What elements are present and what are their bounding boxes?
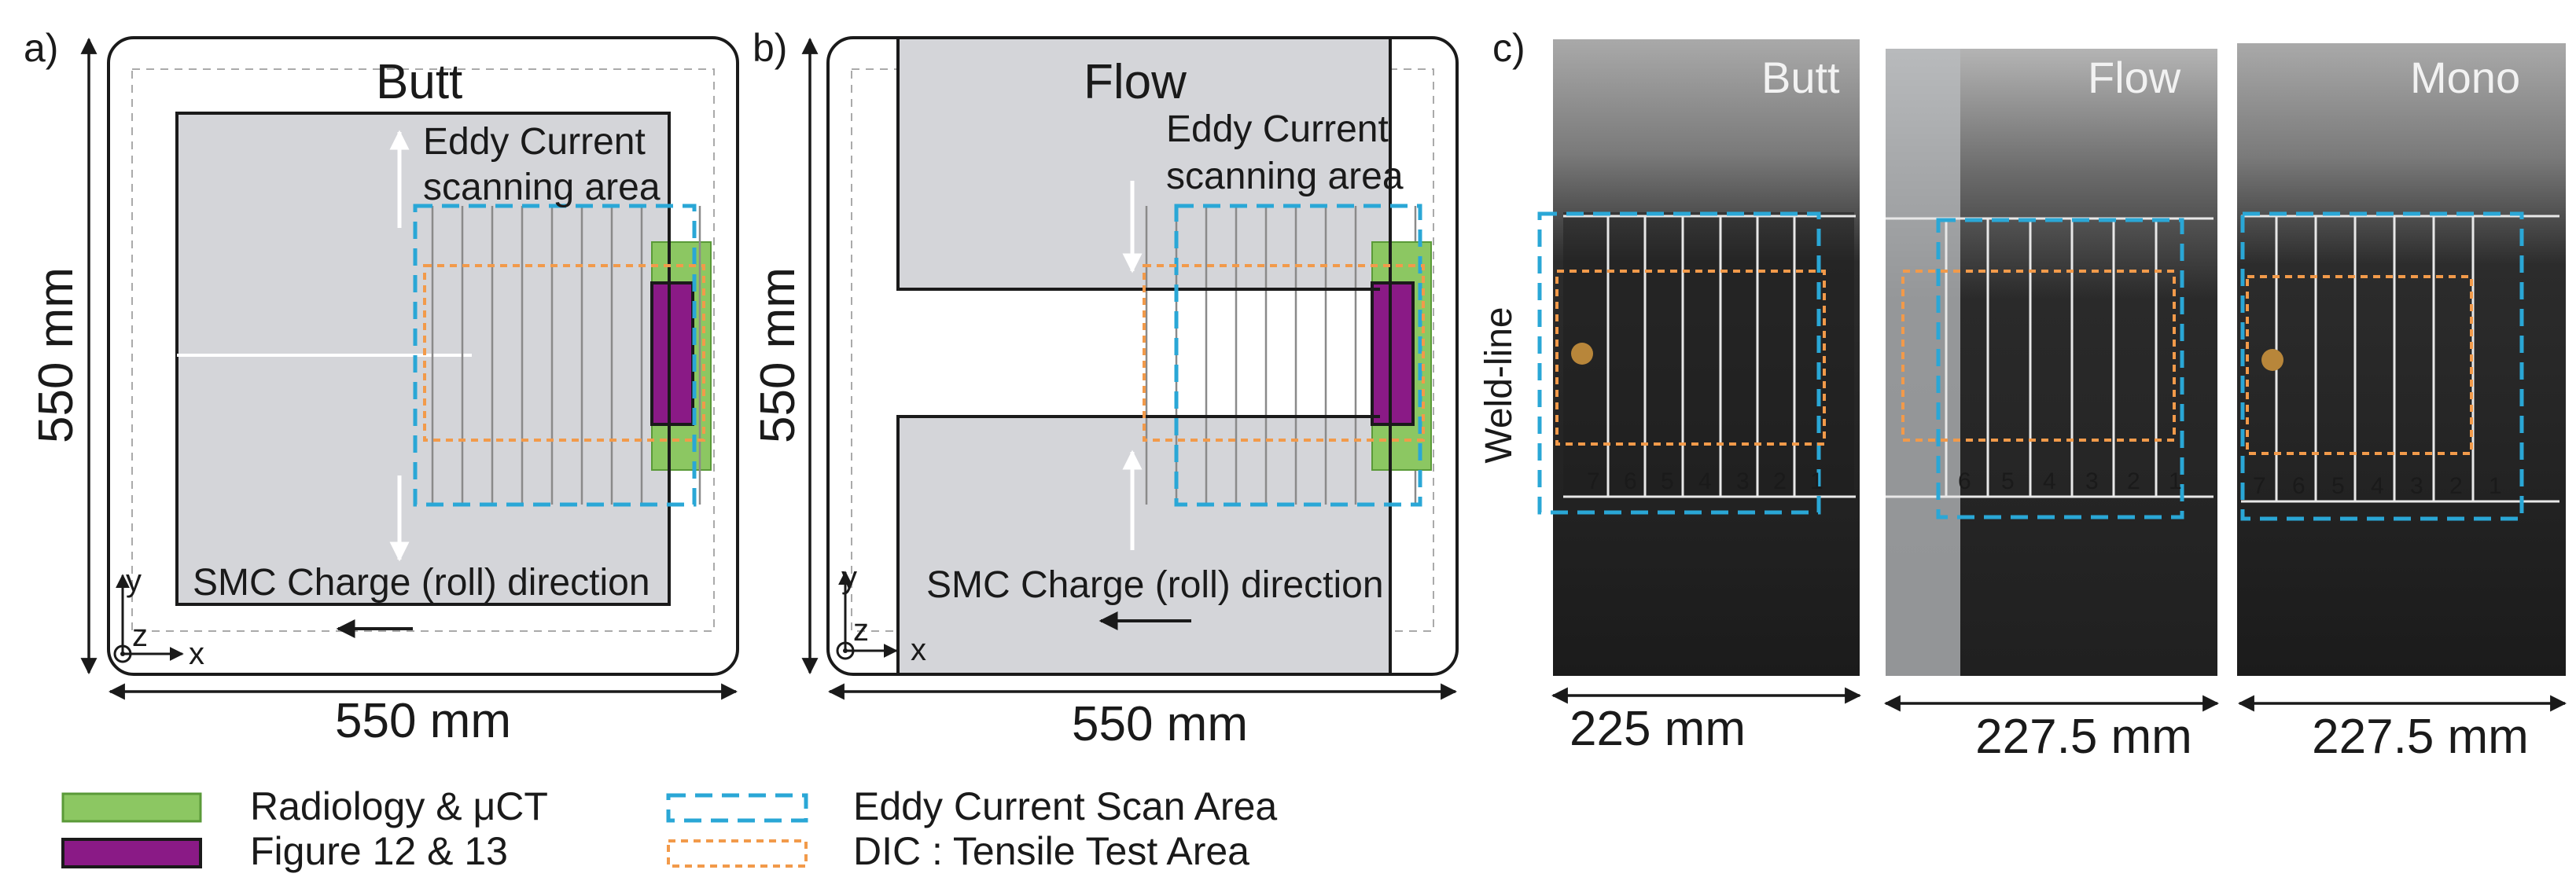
photo-butt-strip-2: 2 bbox=[1773, 468, 1787, 494]
panel-b-axis-z: z bbox=[853, 613, 869, 648]
panel-b-eddy-current-area bbox=[1174, 204, 1422, 507]
panel-b-dim-horizontal: 550 mm bbox=[1072, 697, 1248, 751]
photo-mono-strip-7: 7 bbox=[2253, 473, 2266, 499]
panel-b-eddy-label-1: Eddy Current bbox=[1166, 108, 1389, 150]
legend-radiology-label: Radiology & μCT bbox=[250, 784, 548, 828]
panel-b: b) Flow Eddy Current scanning area bbox=[751, 26, 1459, 751]
photo-butt: Butt 7 6 5 4 3 2 1 225 mm bbox=[1537, 39, 1862, 756]
legend-dic-swatch bbox=[667, 839, 808, 868]
photo-mono-strip-2: 2 bbox=[2449, 473, 2463, 499]
photo-flow-label: Flow bbox=[2088, 53, 2181, 102]
panel-b-dic-area bbox=[1143, 264, 1425, 442]
panel-b-charge-label: SMC Charge (roll) direction bbox=[926, 564, 1384, 606]
legend-figure-swatch bbox=[61, 838, 202, 868]
panel-b-eddy-label-2: scanning area bbox=[1166, 156, 1404, 197]
panel-a-figure-area bbox=[650, 281, 694, 426]
photo-butt-strip-4: 4 bbox=[1698, 468, 1712, 494]
photo-flow-strip-5: 5 bbox=[2001, 468, 2015, 494]
photo-butt-strip-1: 1 bbox=[1810, 468, 1823, 494]
panel-a-charge-label: SMC Charge (roll) direction bbox=[193, 562, 650, 604]
panel-b-letter: b) bbox=[753, 26, 787, 70]
panel-a-dic-area bbox=[423, 264, 705, 442]
panel-a-axis-x: x bbox=[189, 637, 204, 671]
photo-flow: Flow 6 5 4 3 2 1 227.5 mm bbox=[1883, 49, 2220, 764]
legend: Radiology & μCT Figure 12 & 13 Eddy Curr… bbox=[61, 784, 1277, 873]
panel-b-title: Flow bbox=[1084, 55, 1187, 109]
panel-a-eddy-label-2: scanning area bbox=[423, 167, 661, 208]
photo-flow-strip-4: 4 bbox=[2043, 468, 2056, 494]
legend-eddy-label: Eddy Current Scan Area bbox=[853, 784, 1277, 828]
photo-butt-strip-5: 5 bbox=[1661, 468, 1674, 494]
panel-a-title: Butt bbox=[376, 55, 462, 109]
photo-butt-strip-3: 3 bbox=[1736, 468, 1750, 494]
photo-mono-eddy-area bbox=[2240, 211, 2524, 521]
panel-b-axes: y z x bbox=[836, 560, 926, 667]
photo-butt-strip-7: 7 bbox=[1587, 468, 1600, 494]
panel-a-eddy-current-area bbox=[413, 204, 697, 507]
photo-mono-label: Mono bbox=[2410, 53, 2520, 102]
photo-mono-strip-5: 5 bbox=[2331, 473, 2345, 499]
legend-dic-label: DIC : Tensile Test Area bbox=[853, 829, 1249, 873]
photo-mono-strip-3: 3 bbox=[2410, 473, 2423, 499]
panel-a-letter: a) bbox=[24, 26, 58, 70]
panel-c: c) Weld-line Butt 7 6 5 4 3 bbox=[1478, 26, 2567, 764]
photo-butt-dic-area bbox=[1555, 270, 1826, 446]
panel-a-smc-charge bbox=[175, 112, 671, 606]
panel-a-axes: y z x bbox=[113, 563, 204, 671]
panel-a-dim-vertical: 550 mm bbox=[29, 267, 83, 443]
photo-butt-strip-6: 6 bbox=[1624, 468, 1637, 494]
panel-a-inner-dashed-border bbox=[131, 68, 715, 632]
photo-butt-label: Butt bbox=[1761, 53, 1840, 102]
panel-b-figure-area bbox=[1371, 281, 1415, 426]
photo-butt-dimension: 225 mm bbox=[1570, 702, 1746, 756]
photo-flow-strip-6: 6 bbox=[1958, 468, 1971, 494]
panel-a-axis-y: y bbox=[126, 563, 142, 598]
photo-mono-strip-1: 1 bbox=[2489, 473, 2502, 499]
photo-mono-strip-4: 4 bbox=[2371, 473, 2384, 499]
weld-line-label: Weld-line bbox=[1478, 307, 1520, 463]
panel-a-axis-z: z bbox=[132, 619, 148, 653]
panel-b-axis-y: y bbox=[841, 560, 857, 595]
panel-a-outer-plate bbox=[107, 36, 739, 676]
panel-b-dim-vertical: 550 mm bbox=[751, 267, 805, 443]
photo-mono-dimension: 227.5 mm bbox=[2312, 710, 2529, 764]
photo-flow-strip-1: 1 bbox=[2169, 468, 2182, 494]
photo-flow-dimension: 227.5 mm bbox=[1975, 710, 2192, 764]
photo-mono-plate bbox=[2237, 43, 2566, 676]
photo-flow-eddy-area bbox=[1936, 218, 2184, 519]
panel-a-eddy-label-1: Eddy Current bbox=[423, 121, 646, 163]
legend-eddy-swatch bbox=[666, 793, 808, 823]
photo-butt-eddy-area bbox=[1537, 211, 1821, 515]
photo-mono-strip-6: 6 bbox=[2292, 473, 2306, 499]
legend-radiology-swatch bbox=[61, 792, 202, 823]
legend-figure-label: Figure 12 & 13 bbox=[250, 829, 508, 873]
photo-flow-strip-3: 3 bbox=[2085, 468, 2099, 494]
photo-flow-dic-area bbox=[1901, 270, 2176, 442]
panel-a-dim-horizontal: 550 mm bbox=[335, 694, 511, 748]
panel-c-letter: c) bbox=[1492, 26, 1525, 70]
photo-mono: Mono 7 6 5 4 3 2 1 227.5 mm bbox=[2237, 43, 2567, 764]
photo-flow-strip-2: 2 bbox=[2127, 468, 2140, 494]
panel-b-axis-x: x bbox=[911, 633, 926, 667]
panel-a-tensile-strips bbox=[431, 206, 643, 505]
panel-a: a) But bbox=[24, 26, 739, 748]
